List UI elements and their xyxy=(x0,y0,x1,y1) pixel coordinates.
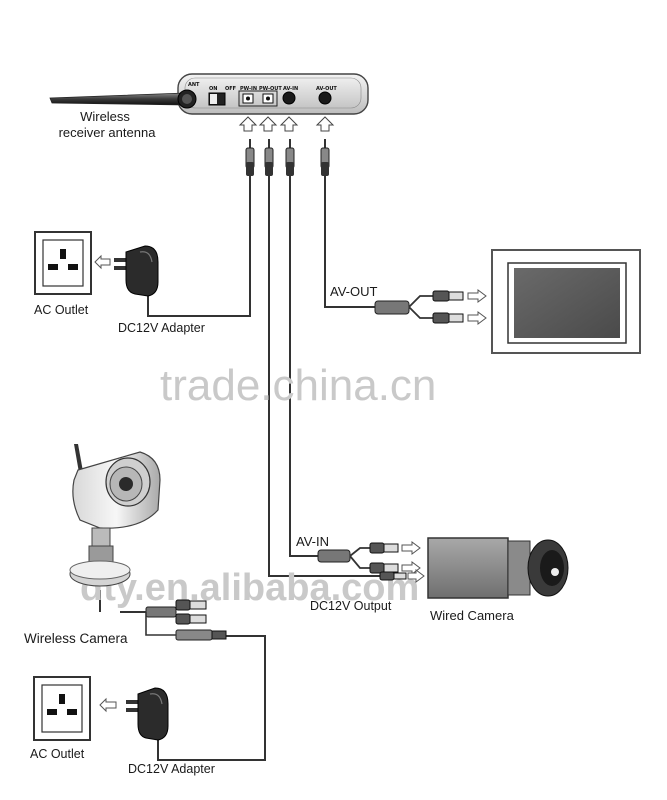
av-in-port[interactable] xyxy=(282,91,296,105)
av-out-splitter xyxy=(374,290,464,324)
receiver-plugs xyxy=(245,139,330,176)
pw-out-port[interactable] xyxy=(262,93,274,104)
top-adapter-label: DC12V Adapter xyxy=(118,321,205,335)
watermark: trade.china.cn xyxy=(160,361,436,410)
wireless-camera-label: Wireless Camera xyxy=(24,631,128,646)
plug-av-out xyxy=(320,139,330,176)
cable-adapter-top xyxy=(147,176,251,317)
wired-camera xyxy=(427,537,569,599)
wireless-camera-connectors xyxy=(120,599,227,641)
cables xyxy=(99,176,380,761)
pw-in-port[interactable] xyxy=(242,93,254,104)
power-port-frame xyxy=(238,90,278,107)
antenna-label-line2: receiver antenna xyxy=(59,125,157,140)
arrow-right-icon xyxy=(407,569,425,583)
arrow-up-icon xyxy=(315,116,335,132)
top-outlet-label: AC Outlet xyxy=(34,303,89,317)
switch-off-label: OFF xyxy=(225,86,236,92)
pw-in-port-label: PW-IN xyxy=(240,86,257,92)
cable-av-out xyxy=(324,176,375,308)
av-in-label: AV-IN xyxy=(296,534,329,549)
cable-dc-output xyxy=(268,176,380,577)
arrow-up-icon xyxy=(279,116,299,132)
top-ac-outlet xyxy=(34,231,92,295)
bottom-ac-outlet xyxy=(33,676,91,741)
av-in-splitter xyxy=(317,542,399,574)
plug-pw-out xyxy=(264,139,274,176)
wireless-camera xyxy=(69,444,161,587)
cable-av-in xyxy=(289,176,320,557)
monitor-arrows xyxy=(467,289,487,325)
arrow-left-icon xyxy=(99,697,117,713)
arrow-left-icon xyxy=(94,254,111,270)
cable-adapter-bottom xyxy=(157,635,266,761)
power-switch[interactable] xyxy=(208,92,226,106)
arrow-right-icon xyxy=(401,541,421,555)
av-out-label: AV-OUT xyxy=(330,284,377,299)
ant-port-label: ANT xyxy=(188,82,200,88)
dc-output-label: DC12V Output xyxy=(310,599,392,613)
switch-on-label: ON xyxy=(209,86,217,92)
av-in-port-label: AV-IN xyxy=(283,86,298,92)
bottom-adapter-label: DC12V Adapter xyxy=(128,762,215,776)
plug-av-in xyxy=(285,139,295,176)
av-out-port[interactable] xyxy=(318,91,332,105)
antenna-label-line1: Wireless xyxy=(80,109,130,124)
receiver-antenna xyxy=(49,89,197,109)
plug-pw-in xyxy=(245,139,255,176)
watermark-2: dty.en.alibaba.com xyxy=(80,567,419,609)
arrow-right-icon xyxy=(467,311,487,325)
arrow-right-icon xyxy=(467,289,487,303)
top-power-adapter xyxy=(114,245,159,297)
wired-camera-arrows xyxy=(401,541,425,583)
bottom-power-adapter xyxy=(126,687,169,741)
arrow-up-icon xyxy=(258,116,278,132)
bottom-outlet-label: AC Outlet xyxy=(30,747,85,761)
port-arrows xyxy=(238,116,335,132)
monitor xyxy=(491,249,641,354)
av-out-port-label: AV-OUT xyxy=(316,86,337,92)
pw-out-port-label: PW-OUT xyxy=(259,86,282,92)
arrow-up-icon xyxy=(238,116,258,132)
wired-camera-label: Wired Camera xyxy=(430,608,515,623)
dc-output-plug xyxy=(379,571,407,581)
